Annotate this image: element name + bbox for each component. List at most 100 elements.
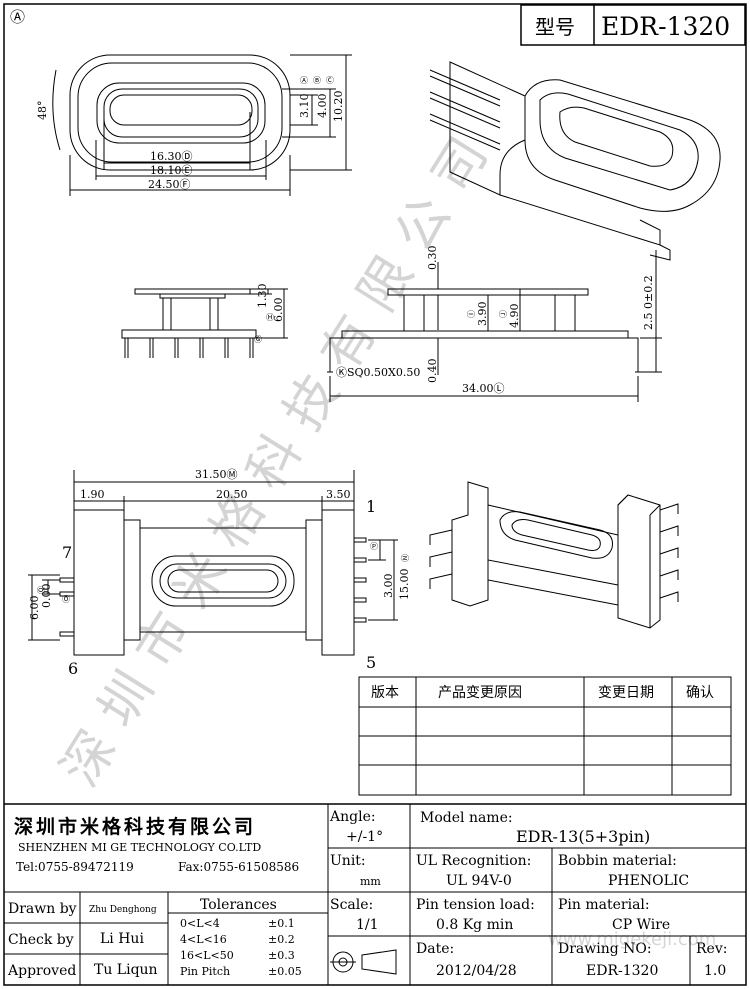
approved-value: Tu Liqun xyxy=(94,962,158,978)
angle-label: Angle: xyxy=(329,809,376,825)
dim-l: 34.00Ⓛ xyxy=(462,382,505,395)
revision-header-reason: 产品变更原因 xyxy=(438,685,522,701)
drawn-by-label: Drawn by xyxy=(8,901,77,917)
dim-c-mark: Ⓒ xyxy=(326,76,334,85)
model-label: 型号 xyxy=(535,15,575,39)
dim-pitch: 3.00 xyxy=(382,574,395,599)
dim-a-mark: Ⓐ xyxy=(300,76,308,85)
dim-bottom-right: 3.50 xyxy=(326,488,351,501)
pin-label-6: 6 xyxy=(68,659,78,678)
dim-o-mark: Ⓞ xyxy=(62,595,70,604)
dim-j-mark: Ⓙ xyxy=(499,310,508,318)
dim-m: 31.50Ⓜ xyxy=(195,468,238,481)
date-label: Date: xyxy=(416,941,454,957)
check-by-value: Li Hui xyxy=(100,931,144,947)
scale-label: Scale: xyxy=(330,897,373,913)
dim-bottom-left: 1.90 xyxy=(80,488,105,501)
top-view xyxy=(52,54,352,196)
bobbin-material-value: PHENOLIC xyxy=(608,873,689,889)
dim-o: 0.00 xyxy=(40,584,53,609)
angle-value: +/-1° xyxy=(346,829,383,845)
dim-f: 24.50Ⓕ xyxy=(148,178,191,191)
scale-value: 1/1 xyxy=(356,917,379,933)
isometric-view-bottom xyxy=(429,481,679,629)
drawn-by-value: Zhu Denghong xyxy=(89,905,157,915)
dim-d: 16.30Ⓓ xyxy=(150,150,193,163)
tolerance-range: 0<L<4 xyxy=(180,917,220,930)
check-by-label: Check by xyxy=(8,932,74,948)
isometric-view-top xyxy=(429,61,721,261)
rev-label: Rev: xyxy=(696,941,727,957)
tolerance-range: 16<L<50 xyxy=(180,949,234,962)
watermark-url: www.migekeji.com xyxy=(548,929,716,950)
dim-a: 3.10 xyxy=(298,94,311,119)
side-view-small xyxy=(121,288,288,358)
tolerance-value: ±0.1 xyxy=(268,917,295,930)
company-name-cn: 深圳市米格科技有限公司 xyxy=(14,815,256,838)
approved-label: Approved xyxy=(7,963,76,979)
dim-bottom-mid: 20.50 xyxy=(216,488,248,501)
bottom-view xyxy=(28,470,398,656)
dim-c: 10.20 xyxy=(332,91,345,123)
unit-value: mm xyxy=(360,875,381,888)
dim-front-top-gap: 0.30 xyxy=(426,246,439,271)
ul-label: UL Recognition: xyxy=(416,853,531,869)
tolerance-value: ±0.05 xyxy=(268,965,302,978)
pin-label-1: 1 xyxy=(366,497,376,516)
model-name-label: Model name: xyxy=(420,810,513,826)
dim-front-right: 2.5 0±0.2 xyxy=(642,275,655,330)
tolerance-range: 4<L<16 xyxy=(180,933,227,946)
company-fax: Fax:0755-61508586 xyxy=(178,860,299,874)
revision-table xyxy=(358,676,732,796)
rev-value: 1.0 xyxy=(704,963,726,979)
date-value: 2012/04/28 xyxy=(436,963,517,979)
dim-n: 15.00 xyxy=(398,569,411,601)
dim-g: 6.00 xyxy=(272,298,285,323)
drawing-no-label: Drawing NO: xyxy=(558,941,652,957)
dim-b-mark: Ⓑ xyxy=(313,76,321,85)
dim-h-mark: Ⓗ xyxy=(266,313,274,322)
tolerance-rows: 0<L<4 ±0.1 4<L<16 ±0.2 16<L<50 ±0.3 Pin … xyxy=(180,917,302,978)
pin-tension-label: Pin tension load: xyxy=(416,897,535,913)
dim-angle: 48° xyxy=(36,101,49,121)
revision-header-confirm: 确认 xyxy=(686,685,714,701)
dim-q-mark: Ⓠ xyxy=(37,586,46,594)
dim-b: 4.00 xyxy=(316,94,329,119)
title-block-grid xyxy=(4,803,746,985)
dim-q: 6.00 xyxy=(28,596,41,621)
dim-e: 18.10Ⓔ xyxy=(150,164,193,177)
ul-value: UL 94V-0 xyxy=(446,873,512,889)
tolerances-title: Tolerances xyxy=(200,897,277,913)
dim-n-mark: Ⓝ xyxy=(401,554,410,562)
pin-label-7: 7 xyxy=(62,543,72,562)
sheet-border xyxy=(3,3,747,986)
dim-j: 4.90 xyxy=(508,304,521,329)
revision-header-version: 版本 xyxy=(371,685,399,701)
company-tel: Tel:0755-89472119 xyxy=(16,860,134,874)
corner-revision-mark: Ⓐ xyxy=(10,8,25,26)
dim-g-mark: Ⓖ xyxy=(254,335,262,344)
pin-label-5: 5 xyxy=(366,653,376,672)
tolerance-value: ±0.2 xyxy=(268,933,295,946)
model-number: EDR-1320 xyxy=(601,12,730,41)
dim-p-mark: Ⓟ xyxy=(370,542,378,551)
tolerance-value: ±0.3 xyxy=(268,949,295,962)
tolerance-range: Pin Pitch xyxy=(180,965,230,978)
model-title-box: 型号 EDR-1320 xyxy=(520,4,746,46)
dim-h: 1.30 xyxy=(256,284,269,309)
company-name-en: SHENZHEN MI GE TECHNOLOGY CO.LTD xyxy=(18,841,261,854)
model-name-value: EDR-13(5+3pin) xyxy=(516,827,650,846)
pin-tension-value: 0.8 Kg min xyxy=(436,917,513,933)
pin-material-value: CP Wire xyxy=(612,917,670,933)
pin-material-label: Pin material: xyxy=(558,897,650,913)
dim-front-bottom-gap: 0.40 xyxy=(426,359,439,384)
front-view xyxy=(327,250,662,402)
drawing-no-value: EDR-1320 xyxy=(586,963,658,979)
bobbin-material-label: Bobbin material: xyxy=(558,853,677,869)
unit-label: Unit: xyxy=(330,853,366,869)
dim-i-mark: Ⓘ xyxy=(467,310,476,318)
dim-pin-square: ⓀSQ0.50X0.50 xyxy=(336,366,420,379)
dim-i: 3.90 xyxy=(476,302,489,327)
revision-header-date: 变更日期 xyxy=(598,685,654,701)
